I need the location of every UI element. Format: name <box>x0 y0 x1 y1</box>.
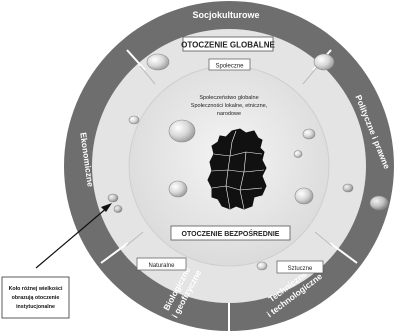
callout-line-1: Koło różnej wielkości <box>9 286 63 292</box>
bubble <box>168 119 196 143</box>
bubble <box>146 53 170 71</box>
direct-env-box <box>170 225 291 241</box>
artificial-label: Sztuczne <box>288 266 313 272</box>
bubble <box>113 205 123 213</box>
bubble <box>128 115 140 125</box>
germany-map <box>207 128 267 210</box>
callout-box <box>1 276 70 319</box>
bubble <box>107 193 119 203</box>
center-text-3: narodowe <box>217 111 241 117</box>
bubble <box>256 261 268 271</box>
bubble <box>369 195 389 211</box>
center-text-2: Społeczności lokalne, etniczne, <box>191 103 268 109</box>
global-env-label: OTOCZENIE GLOBALNE <box>181 41 275 50</box>
artificial-box <box>276 260 324 274</box>
bubble <box>302 128 316 140</box>
bubble <box>342 183 354 193</box>
center-text-1: Społeczeństwo globalne <box>199 95 258 101</box>
bubble <box>168 180 188 198</box>
callout-line-3: instytucjonalne <box>16 304 55 310</box>
callout-arrow <box>35 203 112 269</box>
social-box <box>208 58 251 71</box>
global-env-box <box>182 36 274 52</box>
natural-label: Naturalne <box>148 263 175 269</box>
inner-dividers <box>125 65 333 247</box>
natural-box <box>136 257 187 271</box>
social-label: Społeczne <box>215 64 244 70</box>
callout-line-2: obrazują otoczenie <box>12 295 60 301</box>
outer-label-top: Socjokulturowe <box>192 10 259 20</box>
direct-env-label: OTOCZENIE BEZPOŚREDNIE <box>182 229 280 238</box>
bubble <box>293 150 303 158</box>
bubble <box>294 187 314 205</box>
bubbles <box>107 53 389 271</box>
bubble <box>313 53 335 71</box>
